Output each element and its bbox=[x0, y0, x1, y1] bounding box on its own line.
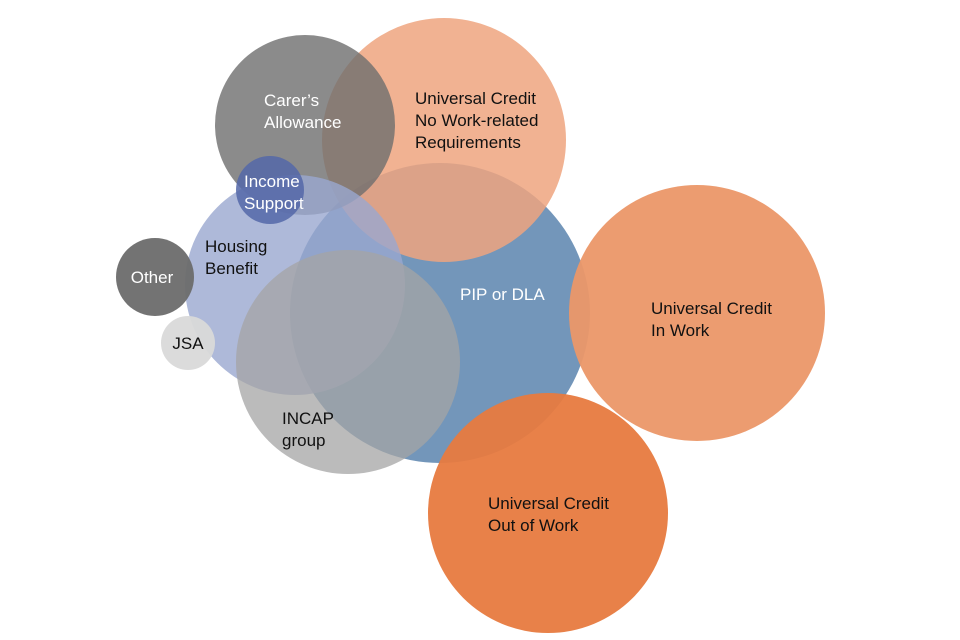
bubble-label-line: Out of Work bbox=[488, 516, 579, 535]
bubble-label-incap-group: INCAP group bbox=[282, 409, 334, 450]
bubble-label-line: Benefit bbox=[205, 259, 258, 278]
bubble-label-line: JSA bbox=[172, 334, 204, 353]
bubble-label-line: Support bbox=[244, 194, 304, 213]
bubble-incap-group bbox=[236, 250, 460, 474]
bubble-label-line: Housing bbox=[205, 237, 267, 256]
bubble-label-line: Carer’s bbox=[264, 91, 319, 110]
bubble-label-jsa: JSA bbox=[172, 334, 204, 353]
bubble-label-other: Other bbox=[131, 268, 174, 287]
bubble-label-line: No Work-related bbox=[415, 111, 538, 130]
bubble-label-line: Universal Credit bbox=[415, 89, 536, 108]
bubble-label-line: Other bbox=[131, 268, 174, 287]
bubble-label-line: Universal Credit bbox=[488, 494, 609, 513]
bubble-label-pip-dla: PIP or DLA bbox=[460, 285, 545, 304]
bubble-label-line: Universal Credit bbox=[651, 299, 772, 318]
bubble-label-line: Requirements bbox=[415, 133, 521, 152]
bubble-other bbox=[116, 238, 194, 316]
bubble-income-support bbox=[236, 156, 304, 224]
bubble-label-line: Income bbox=[244, 172, 300, 191]
bubble-jsa bbox=[161, 316, 215, 370]
bubble-label-uc-in-work: Universal Credit In Work bbox=[651, 299, 772, 340]
bubble-label-line: group bbox=[282, 431, 325, 450]
bubble-label-line: Allowance bbox=[264, 113, 342, 132]
bubble-uc-in-work bbox=[569, 185, 825, 441]
bubble-uc-no-work-req bbox=[322, 18, 566, 262]
bubble-uc-out-of-work bbox=[428, 393, 668, 633]
bubble-label-line: PIP or DLA bbox=[460, 285, 545, 304]
bubble-label-line: In Work bbox=[651, 321, 710, 340]
bubble-label-line: INCAP bbox=[282, 409, 334, 428]
